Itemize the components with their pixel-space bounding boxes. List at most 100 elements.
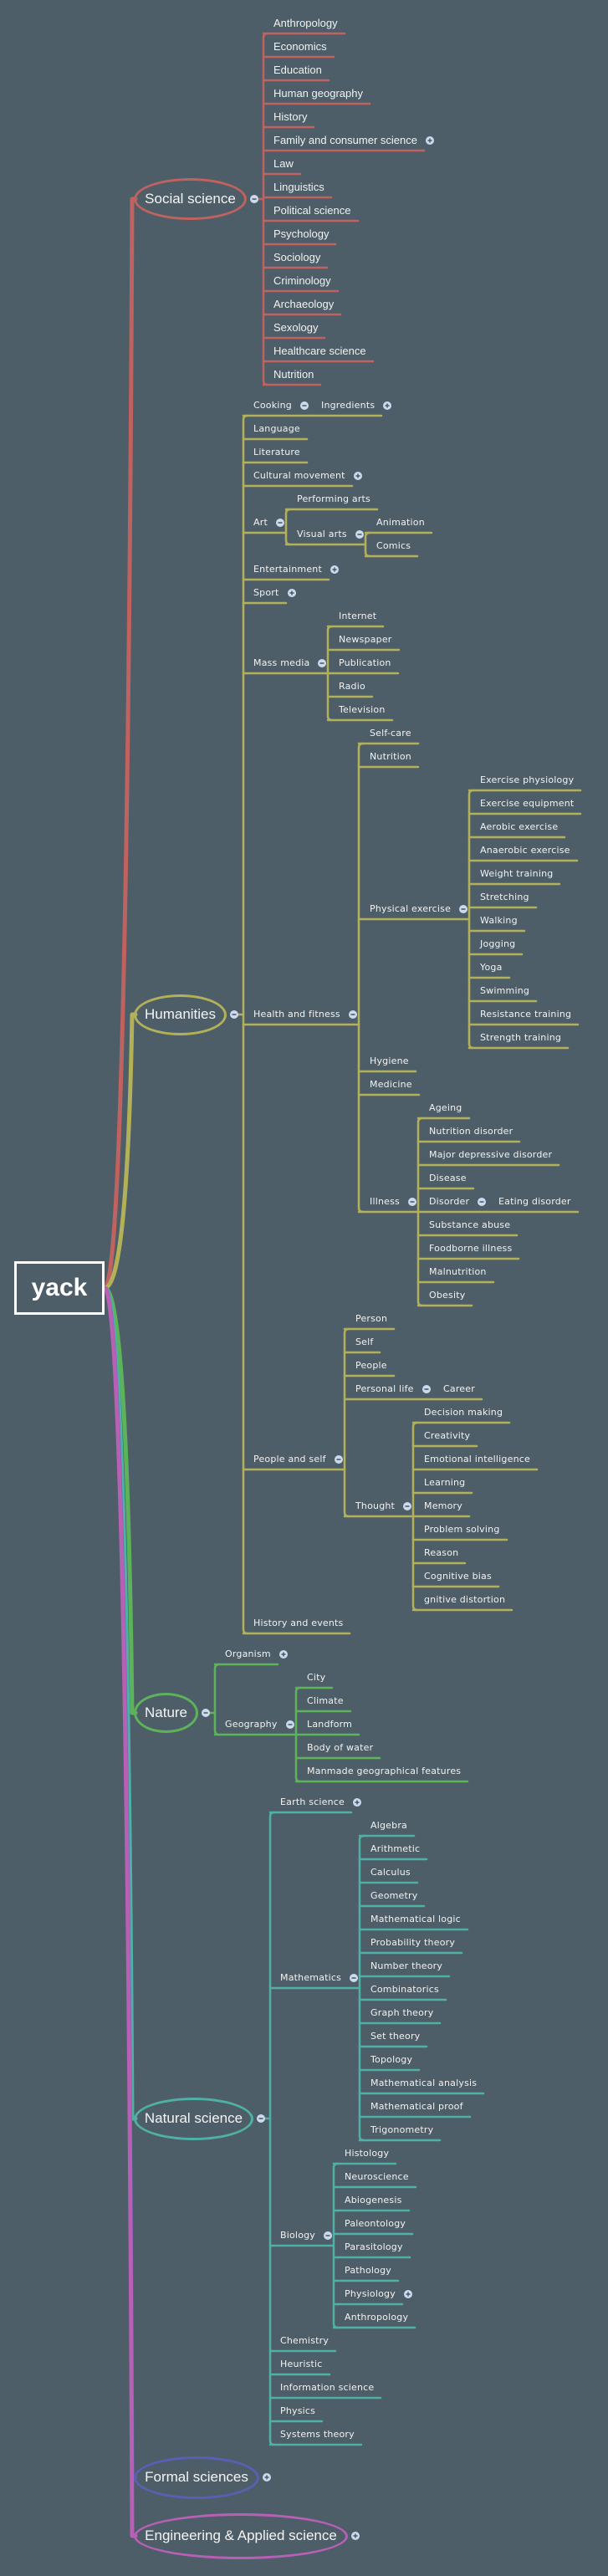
topic-node[interactable]: Archaeology [273,298,335,310]
topic-node[interactable]: Body of water [307,1742,374,1753]
topic-node[interactable]: Nutrition [273,368,314,381]
expand-toggle-icon[interactable] [426,136,434,145]
topic-node[interactable]: History and events [253,1618,344,1628]
topic-node[interactable]: Major depressive disorder [429,1149,553,1160]
topic-node[interactable]: Information science [280,2382,375,2393]
topic-node[interactable]: Physical exercise [370,903,452,914]
main-topic[interactable]: Humanities [134,994,227,1035]
topic-node[interactable]: Hygiene [370,1055,409,1066]
topic-node[interactable]: Mathematics [280,1972,342,1983]
central-topic[interactable]: yack [14,1261,105,1315]
collapse-toggle-icon[interactable] [324,2231,332,2240]
topic-node[interactable]: Pathology [345,2265,391,2276]
topic-node[interactable]: Entertainment [253,564,322,575]
expand-toggle-icon[interactable] [354,472,362,480]
topic-node[interactable]: Psychology [273,227,330,240]
topic-node[interactable]: gnitive distortion [424,1594,506,1605]
expand-toggle-icon[interactable] [263,2473,271,2481]
expand-toggle-icon[interactable] [330,565,339,574]
collapse-toggle-icon[interactable] [276,519,284,527]
topic-node[interactable]: Emotional intelligence [424,1454,530,1464]
topic-node[interactable]: Sexology [273,321,319,334]
topic-node[interactable]: City [307,1672,326,1683]
topic-node[interactable]: People [355,1360,387,1371]
topic-node[interactable]: Healthcare science [273,345,366,357]
topic-node[interactable]: Systems theory [280,2429,355,2440]
topic-node[interactable]: Reason [424,1547,459,1558]
topic-node[interactable]: History [273,110,308,123]
topic-node[interactable]: Thought [355,1500,396,1511]
collapse-toggle-icon[interactable] [459,905,467,913]
topic-node[interactable]: Self-care [370,728,411,739]
topic-node[interactable]: Problem solving [424,1524,500,1535]
topic-node[interactable]: Language [253,423,300,434]
collapse-toggle-icon[interactable] [250,195,258,203]
topic-node[interactable]: Yoga [480,962,503,973]
main-topic[interactable]: Engineering & Applied science [134,2512,348,2559]
topic-node[interactable]: Education [273,64,322,76]
topic-node[interactable]: Exercise physiology [480,774,575,785]
topic-node[interactable]: Mass media [253,657,310,668]
topic-node[interactable]: Neuroscience [345,2171,409,2182]
topic-node[interactable]: Publication [339,657,391,668]
topic-node[interactable]: Climate [307,1695,344,1706]
topic-node[interactable]: Strength training [480,1032,562,1043]
collapse-toggle-icon[interactable] [408,1198,416,1206]
topic-node[interactable]: Sport [253,587,279,598]
topic-node[interactable]: Parasitology [345,2241,403,2252]
topic-node[interactable]: Animation [376,517,425,528]
topic-node[interactable]: Anthropology [345,2312,409,2323]
topic-node[interactable]: Substance abuse [429,1219,511,1230]
topic-node[interactable]: Decision making [424,1407,503,1418]
topic-node[interactable]: People and self [253,1454,326,1464]
topic-node[interactable]: Anaerobic exercise [480,845,570,856]
collapse-toggle-icon[interactable] [300,401,309,410]
topic-node[interactable]: Landform [307,1719,353,1730]
topic-node[interactable]: Physiology [345,2288,396,2299]
topic-node[interactable]: Art [253,517,268,528]
topic-node[interactable]: Linguistics [273,181,324,193]
topic-node[interactable]: Visual arts [297,529,347,539]
topic-node[interactable]: Ageing [429,1102,462,1113]
topic-node[interactable]: Topology [370,2054,413,2065]
topic-node[interactable]: Anthropology [273,17,338,29]
main-topic[interactable]: Nature [134,1693,198,1733]
topic-node[interactable]: Histology [345,2148,390,2159]
main-topic[interactable]: Natural science [134,2097,253,2140]
topic-node[interactable]: Health and fitness [253,1009,340,1020]
expand-toggle-icon[interactable] [351,2532,360,2540]
topic-node[interactable]: Radio [339,681,365,692]
topic-node[interactable]: Earth science [280,1797,345,1807]
topic-node[interactable]: Paleontology [345,2218,406,2229]
topic-node[interactable]: Geometry [370,1890,418,1901]
topic-node[interactable]: Performing arts [297,493,370,504]
topic-node[interactable]: Number theory [370,1960,443,1971]
expand-toggle-icon[interactable] [279,1650,288,1659]
collapse-toggle-icon[interactable] [230,1010,238,1019]
expand-toggle-icon[interactable] [353,1798,361,1807]
topic-node[interactable]: Newspaper [339,634,392,645]
main-topic[interactable]: Social science [134,178,247,220]
topic-node[interactable]: Person [355,1313,388,1324]
collapse-toggle-icon[interactable] [422,1385,431,1393]
topic-node[interactable]: Nutrition disorder [429,1126,513,1137]
topic-node[interactable]: Foodborne illness [429,1243,513,1254]
collapse-toggle-icon[interactable] [478,1198,486,1206]
topic-node[interactable]: Abiogenesis [345,2195,402,2205]
topic-node[interactable]: Television [339,704,386,715]
topic-node[interactable]: Chemistry [280,2335,330,2346]
topic-node[interactable]: Stretching [480,892,529,902]
collapse-toggle-icon[interactable] [355,530,364,539]
topic-node[interactable]: Biology [280,2230,316,2241]
collapse-toggle-icon[interactable] [350,1974,358,1982]
topic-node[interactable]: Weight training [480,868,554,879]
topic-node[interactable]: Nutrition [370,751,411,762]
topic-node[interactable]: Ingredients [321,400,376,411]
topic-node[interactable]: Internet [339,611,377,621]
topic-node[interactable]: Learning [424,1477,466,1488]
topic-node[interactable]: Economics [273,40,327,53]
topic-node[interactable]: Graph theory [370,2007,434,2018]
topic-node[interactable]: Geography [225,1719,278,1730]
topic-node[interactable]: Exercise equipment [480,798,575,809]
topic-node[interactable]: Eating disorder [498,1196,571,1207]
